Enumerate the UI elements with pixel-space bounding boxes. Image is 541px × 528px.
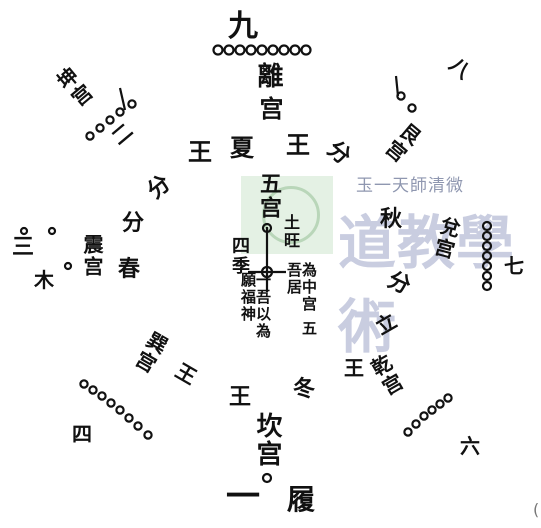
center-right-column: 為中宫 五吾居 xyxy=(286,262,316,342)
east-palace-num: 三 xyxy=(12,236,34,258)
south-palace-name: 坎宫 xyxy=(254,412,280,468)
winter-label: 冬 xyxy=(293,378,315,400)
north-king-label: 王 xyxy=(286,133,310,157)
nw-king-label: 王 xyxy=(188,140,212,164)
edge-mark: ( xyxy=(533,500,539,519)
e-fen-label: 分 xyxy=(122,212,144,234)
west-palace-num: 七 xyxy=(504,256,524,276)
west-season-label: 秋 xyxy=(380,208,402,230)
south-king-label: 王 xyxy=(229,386,251,408)
north-top-number: 九 xyxy=(228,12,258,42)
north-dot-chain xyxy=(214,46,311,55)
east-palace-text: 震宫 xyxy=(82,234,102,278)
center-mid-bottom: 一吾以為 願福神 xyxy=(240,272,270,342)
se-dot-chain xyxy=(404,394,451,435)
summer-label: 夏 xyxy=(230,136,254,160)
sw-palace-num: 四 xyxy=(72,424,92,444)
se-palace-num: 六 xyxy=(460,436,480,456)
south-bottom-number: 一 xyxy=(226,480,260,514)
east-palace-name: 木 xyxy=(34,270,54,290)
autumn-king-label: 王 xyxy=(344,358,364,378)
nw-link xyxy=(120,88,125,110)
east-season-label: 春 xyxy=(118,258,140,280)
west-dot-chain xyxy=(483,222,491,290)
ne-dot-chain xyxy=(397,92,415,111)
center-mid-top: 土旺 xyxy=(282,214,298,250)
south-bottom-right: 履 xyxy=(287,486,315,514)
north-palace-line2: 離 xyxy=(255,62,281,90)
center-left-column: 四季 xyxy=(230,236,248,276)
north-palace-line3: 宫 xyxy=(257,96,281,122)
center-title: 五宫 xyxy=(258,172,280,220)
south-dot xyxy=(263,474,271,482)
ne-link xyxy=(396,76,398,96)
